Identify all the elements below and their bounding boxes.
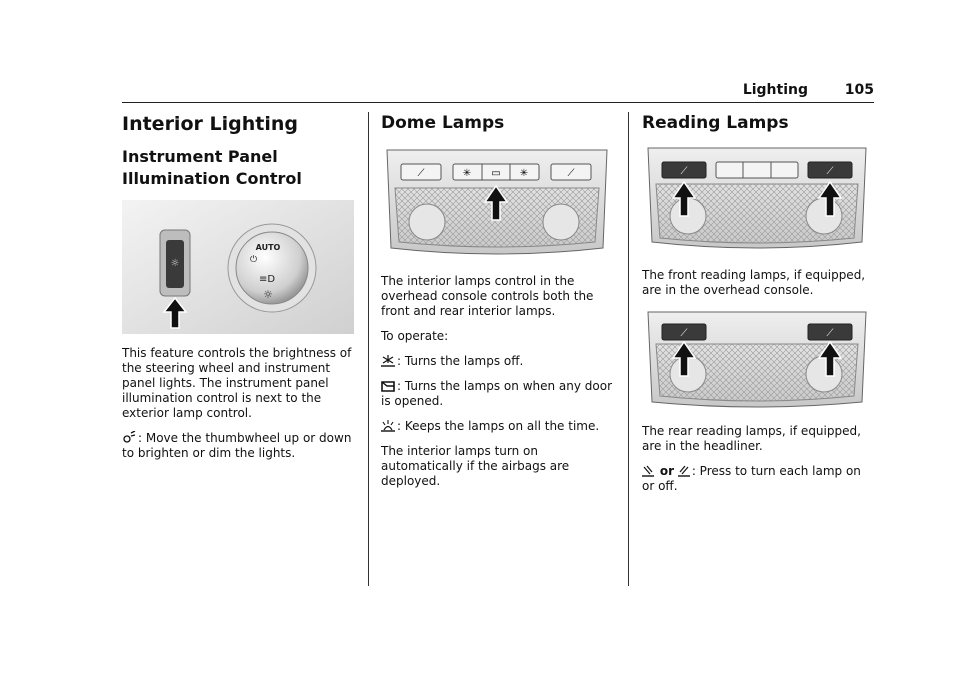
- arrow-icon: [671, 340, 697, 377]
- reading-lamp-left-button: [400, 163, 442, 181]
- column-reading-lamps: Reading Lamps ⟋ ⟋ The front reading lamp…: [642, 112, 874, 504]
- reading-lamp-right-button: [550, 163, 592, 181]
- dial-label-auto: AUTO: [256, 243, 281, 252]
- column-divider-2: [628, 112, 629, 586]
- svg-text:⟋: ⟋: [827, 166, 834, 177]
- header-rule: [122, 102, 874, 103]
- front-reading-lamp-figure: ⟋ ⟋: [647, 147, 867, 249]
- fog-lamp-icon: ≡D: [259, 274, 275, 285]
- subsection-title-instrument-panel: Instrument Panel Illumination Control: [122, 147, 302, 188]
- thumbwheel: [166, 240, 184, 288]
- column-dome-lamps: Dome Lamps ⟋ ✳ ▭ ✳ ⟋ The interior lamps …: [381, 112, 613, 499]
- paragraph-to-operate: To operate:: [381, 329, 449, 343]
- svg-text:✳: ✳: [520, 168, 528, 179]
- item-reading-lamp-toggle: or : Press to turn each lamp on or off.: [642, 464, 874, 494]
- paragraph-instrument-panel: This feature controls the brightness of …: [122, 346, 352, 420]
- column-interior-lighting: Interior Lighting Instrument Panel Illum…: [122, 112, 354, 471]
- dome-lamp-console-figure: ⟋ ✳ ▭ ✳ ⟋: [386, 149, 608, 255]
- arrow-icon: [671, 180, 697, 217]
- rear-reading-lamp-left-button: [661, 323, 707, 341]
- header-section-title: Lighting: [742, 82, 808, 98]
- reading-lamp-left-icon: [642, 465, 654, 477]
- page-header: Lighting 105: [122, 82, 874, 102]
- section-title-dome-lamps: Dome Lamps: [381, 113, 505, 133]
- page-number: 105: [844, 82, 874, 98]
- svg-text:⟋: ⟋: [827, 328, 834, 339]
- svg-text:✳: ✳: [463, 168, 471, 179]
- front-reading-lamp-left-button: [661, 161, 707, 179]
- instrument-panel-control-figure: ☼ AUTO ⏻ ≡D ☼: [122, 200, 354, 334]
- rear-reading-lamp-figure: ⟋ ⟋: [647, 311, 867, 408]
- dome-off-icon: [381, 355, 395, 367]
- paragraph-front-reading: The front reading lamps, if equipped, ar…: [642, 268, 866, 297]
- reading-lamp-right-icon: [677, 465, 690, 477]
- section-title-interior-lighting: Interior Lighting: [122, 113, 298, 135]
- door-icon: [381, 381, 395, 392]
- item-reading-lamp-text: : Press to turn each lamp on or off.: [642, 464, 861, 493]
- arrow-icon: [483, 184, 509, 221]
- svg-text:⟋: ⟋: [681, 328, 688, 339]
- arrow-icon: [817, 340, 843, 377]
- instruction-thumbwheel-text: : Move the thumbwheel up or down to brig…: [122, 431, 352, 460]
- paragraph-dome-intro: The interior lamps control in the overhe…: [381, 274, 594, 318]
- instruction-thumbwheel: : Move the thumbwheel up or down to brig…: [122, 431, 354, 461]
- or-label: or: [659, 464, 674, 478]
- paragraph-rear-reading: The rear reading lamps, if equipped, are…: [642, 424, 861, 453]
- parking-lamp-icon: ☼: [263, 288, 273, 301]
- item-dome-off: : Turns the lamps off.: [381, 354, 613, 369]
- dimmer-icon: ☼: [171, 258, 180, 269]
- arrow-icon: [817, 180, 843, 217]
- front-reading-lamp-right-button: [807, 161, 853, 179]
- item-dome-on-text: : Keeps the lamps on all the time.: [397, 419, 600, 433]
- item-dome-on: : Keeps the lamps on all the time.: [381, 419, 613, 434]
- dome-control-buttons: [452, 163, 540, 181]
- exterior-lamp-knob: [235, 231, 309, 305]
- column-divider-1: [368, 112, 369, 586]
- dimmer-control-icon: [123, 431, 136, 443]
- svg-text:⟋: ⟋: [681, 166, 688, 177]
- svg-text:▭: ▭: [491, 168, 500, 179]
- item-dome-off-text: : Turns the lamps off.: [397, 354, 524, 368]
- power-icon: ⏻: [250, 254, 257, 265]
- section-title-reading-lamps: Reading Lamps: [642, 113, 789, 133]
- rear-reading-lamp-right-button: [807, 323, 853, 341]
- paragraph-airbags: The interior lamps turn on automatically…: [381, 444, 570, 488]
- item-door: : Turns the lamps on when any door is op…: [381, 379, 613, 409]
- item-door-text: : Turns the lamps on when any door is op…: [381, 379, 613, 408]
- dome-on-icon: [381, 420, 395, 432]
- svg-text:⟋: ⟋: [568, 168, 575, 179]
- arrow-icon: [162, 296, 188, 329]
- svg-text:⟋: ⟋: [418, 168, 425, 179]
